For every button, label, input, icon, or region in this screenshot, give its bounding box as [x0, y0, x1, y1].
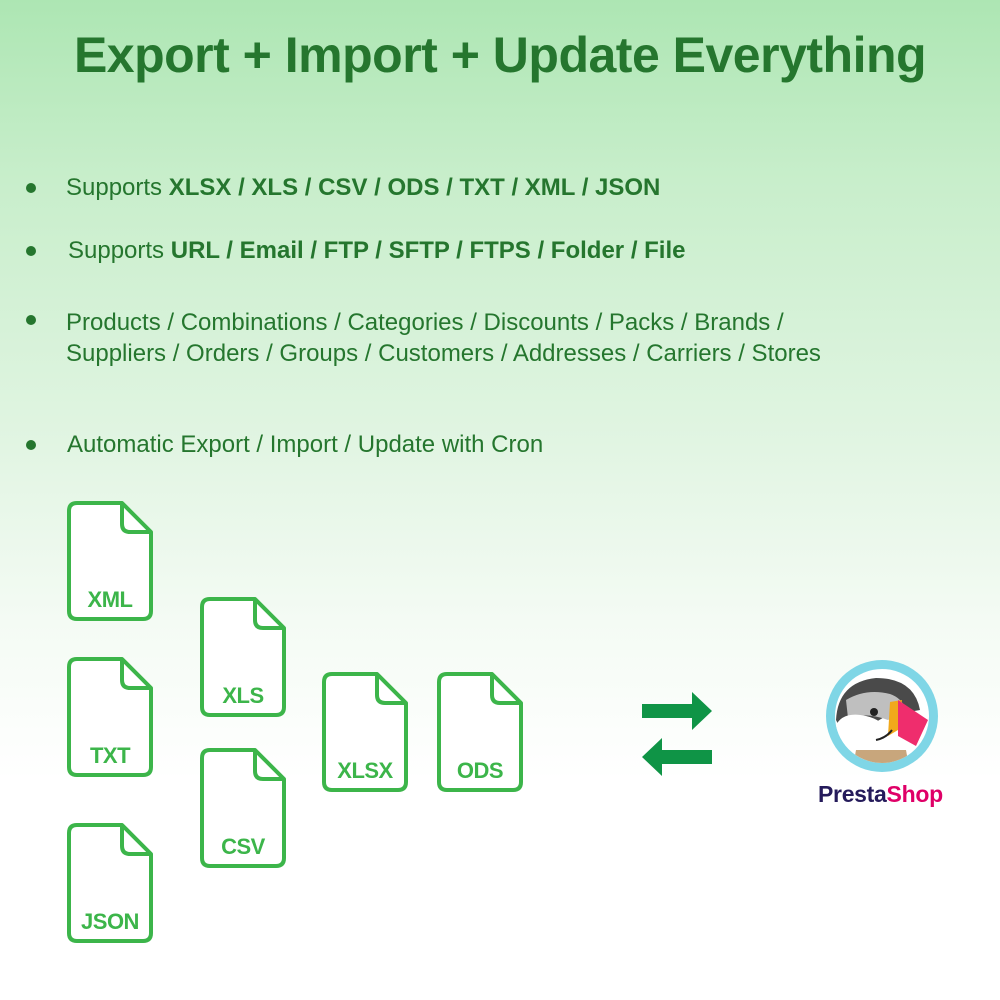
bullet-prefix: Supports	[66, 174, 169, 201]
brand-part-1: Presta	[818, 781, 887, 807]
prestashop-logo-icon	[826, 660, 938, 772]
bullet-sources-list: URL / Email / FTP / SFTP / FTPS / Folder…	[170, 237, 686, 264]
json-file-icon: JSON	[67, 823, 153, 943]
txt-file-icon: TXT	[67, 657, 153, 777]
bullet-prefix: Supports	[68, 237, 171, 264]
prestashop-brand-text: PrestaShop	[818, 781, 943, 808]
ods-file-icon: ODS	[437, 672, 523, 792]
file-label: TXT	[89, 743, 131, 768]
bullet-formats-list: XLSX / XLS / CSV / ODS / TXT / XML / JSO…	[168, 174, 661, 201]
bullet-dot-icon	[26, 183, 36, 193]
bullet-dot-icon	[26, 246, 36, 256]
sync-arrows-icon	[640, 692, 714, 776]
page-title: Export + Import + Update Everything	[73, 27, 927, 83]
bullet-cron-text: Automatic Export / Import / Update with …	[67, 431, 544, 458]
csv-file-icon: CSV	[200, 748, 286, 868]
brand-part-2: Shop	[886, 781, 944, 807]
bullet-dot-icon	[26, 440, 36, 450]
file-label: CSV	[221, 834, 265, 859]
xml-file-icon: XML	[67, 501, 153, 621]
file-label: XLS	[222, 683, 264, 708]
bullet-entities-text: Products / Combinations / Categories / D…	[66, 309, 821, 367]
file-label: JSON	[81, 909, 139, 934]
xlsx-file-icon: XLSX	[322, 672, 408, 792]
bullet-dot-icon	[26, 315, 36, 325]
xls-file-icon: XLS	[200, 597, 286, 717]
file-label: XML	[87, 587, 133, 612]
file-label: ODS	[456, 758, 504, 783]
file-label: XLSX	[337, 758, 393, 783]
